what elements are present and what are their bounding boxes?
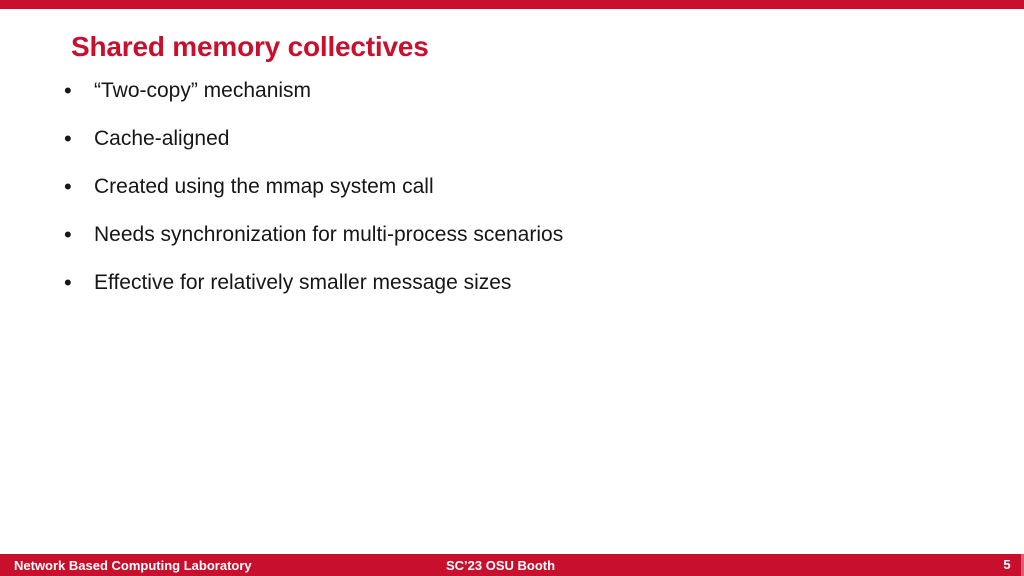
- bullet-list: • “Two-copy” mechanism • Cache-aligned •…: [60, 76, 960, 316]
- list-item: • Effective for relatively smaller messa…: [60, 268, 960, 316]
- top-accent-bar: [0, 0, 1024, 9]
- list-item-label: “Two-copy” mechanism: [94, 79, 312, 102]
- footer-event-label: SC’23 OSU Booth: [446, 558, 556, 573]
- list-item-label: Cache-aligned: [94, 127, 230, 150]
- footer-right-edge-accent: [1021, 554, 1024, 576]
- list-item: • Needs synchronization for multi-proces…: [60, 220, 960, 268]
- page-title: Shared memory collectives: [71, 31, 429, 62]
- bullet-point-icon: •: [64, 174, 72, 199]
- list-item: • Created using the mmap system call: [60, 172, 960, 220]
- bullet-point-icon: •: [64, 270, 72, 295]
- footer-laboratory-label: Network Based Computing Laboratory: [14, 558, 252, 573]
- footer-page-number: 5: [1003, 557, 1011, 572]
- list-item-label: Created using the mmap system call: [94, 175, 434, 198]
- bullet-point-icon: •: [64, 78, 72, 103]
- bullet-point-icon: •: [64, 126, 72, 151]
- list-item-label: Effective for relatively smaller message…: [94, 271, 512, 294]
- list-item-label: Needs synchronization for multi-process …: [94, 223, 564, 246]
- list-item: • “Two-copy” mechanism: [60, 76, 960, 124]
- bullet-point-icon: •: [64, 222, 72, 247]
- footer-bar: [0, 554, 1024, 576]
- list-item: • Cache-aligned: [60, 124, 960, 172]
